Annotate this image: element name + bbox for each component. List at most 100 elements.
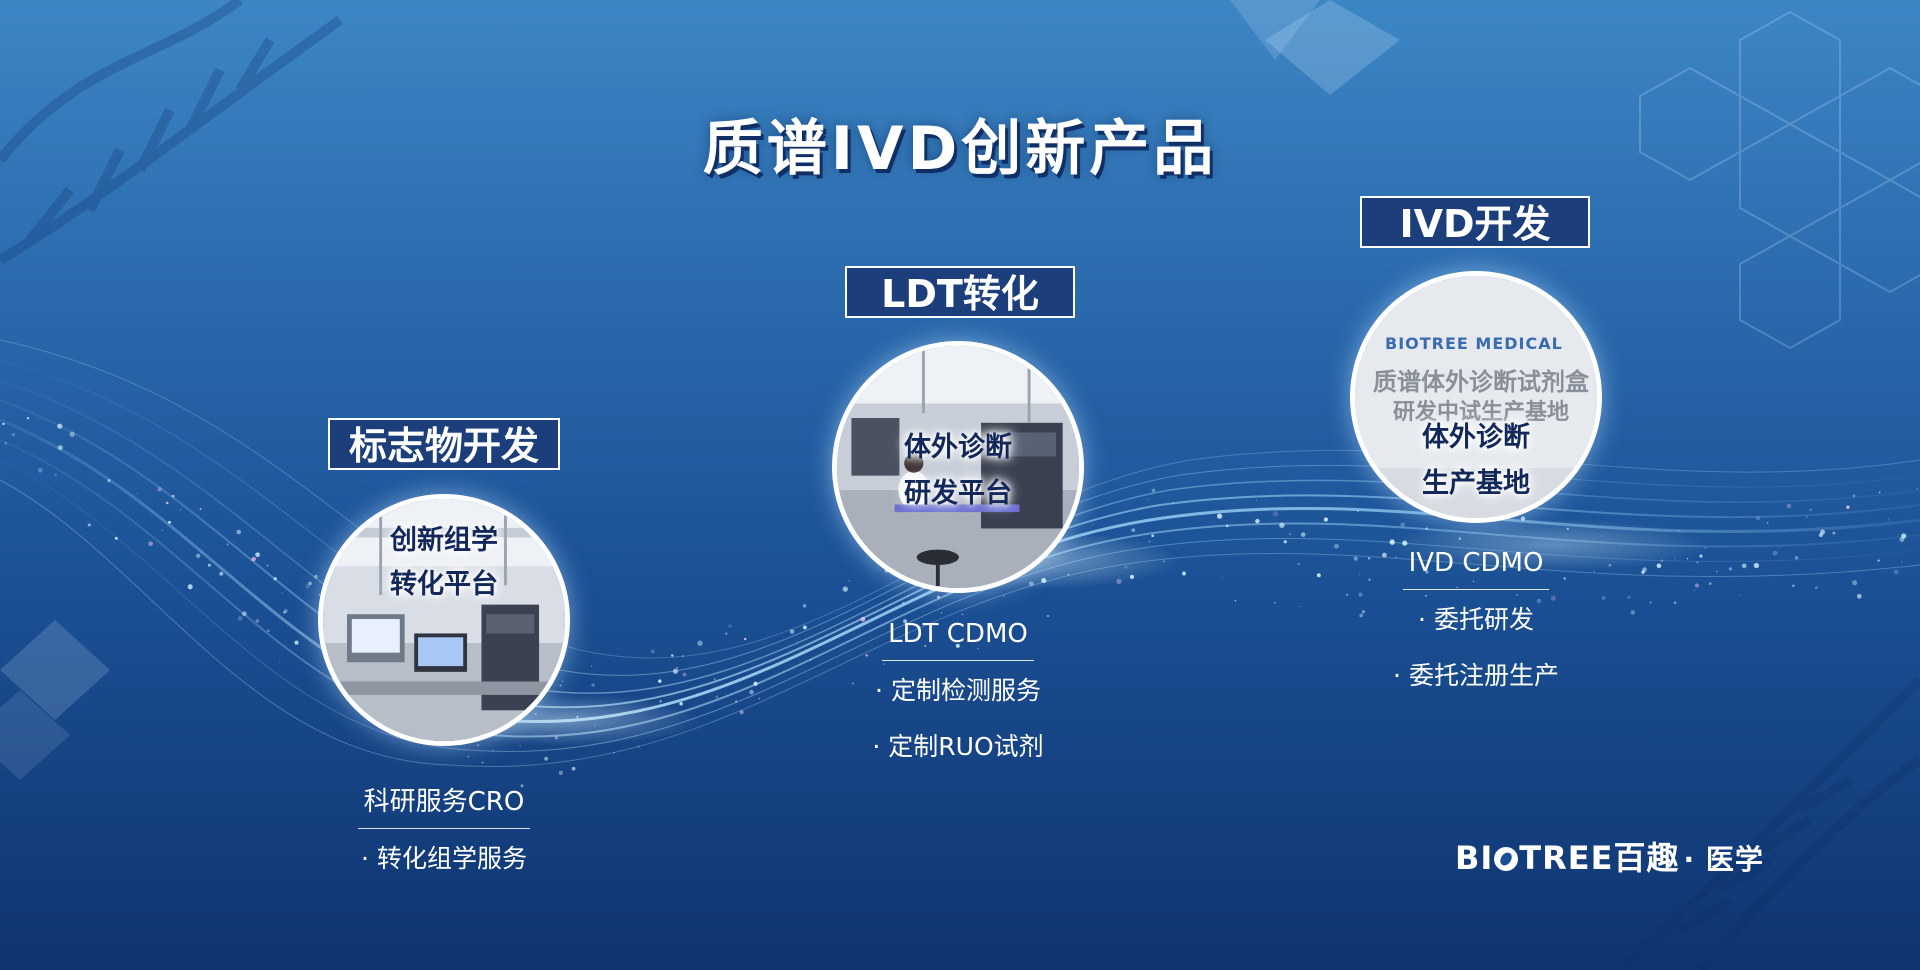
sparkle-dot [1264,508,1266,510]
sparkle-dot [1163,560,1165,563]
sparkle-dot [809,658,812,661]
stage-label-biomarker: 标志物开发 [328,418,560,470]
sparkle-dot [1563,577,1566,580]
sparkle-dot [1608,563,1612,567]
sparkle-dot [977,648,979,650]
sparkle-dot [1753,562,1760,569]
sparkle-dot [571,766,576,771]
sparkle-dot [2,422,5,426]
sparkle-dot [251,556,256,562]
sparkle-dot [1728,567,1733,571]
sparkle-dot [1593,570,1595,572]
sparkle-dot [1601,595,1606,601]
sparkle-dot [266,564,269,567]
sparkle-dot [753,681,758,686]
sparkle-dot [1600,535,1603,537]
sparkle-dot [281,591,284,594]
sparkle-dot [1550,595,1556,601]
service-item: · 定制RUO试剂 [872,732,1044,761]
sparkle-dot [1381,552,1387,558]
service-block-cro: 科研服务CRO · 转化组学服务 [318,782,570,877]
sparkle-dot [1395,556,1398,559]
sparkle-dot [1298,605,1301,608]
sparkle-dot [1402,540,1408,546]
sparkle-dot [226,543,229,546]
sparkle-dot [1334,543,1339,549]
sparkle-dot [1893,569,1899,575]
sparkle-dot [168,520,171,524]
sparkle-dot [594,724,596,727]
sparkle-dot [1678,529,1680,531]
sparkle-dot [544,756,549,761]
service-item: · 定制检测服务 [875,676,1041,705]
sparkle-dot [679,701,683,706]
sparkle-dot [1772,550,1778,556]
sparkle-dot [255,619,260,623]
sparkle-dot [1279,522,1285,528]
dna-helix-top-left [0,0,343,265]
logo-brand-suffix: TREE [1519,839,1614,877]
lab-photo-image [837,346,1079,588]
sparkle-dot [865,654,868,657]
sparkle-dot [1359,613,1363,618]
sparkle-dot [1814,586,1818,590]
sparkle-dot [940,612,943,614]
circle-text-line1: 体外诊断 [904,432,1012,463]
sparkle-dot [267,629,270,632]
sparkle-dot [1091,524,1094,526]
sparkle-dot [196,553,201,558]
sparkle-dot [1877,559,1880,562]
service-title: LDT CDMO [882,614,1034,661]
sparkle-dot [26,416,30,420]
stage-label-ivd: IVD开发 [1360,196,1590,248]
sparkle-dot [520,784,524,788]
sparkle-dot [1694,583,1699,588]
sparkle-dot [283,611,286,614]
sparkle-dot [157,486,163,492]
sparkle-dot [279,661,281,663]
circle-text-line2: 生产基地 [1422,468,1530,499]
service-title: 科研服务CRO [357,782,531,829]
sparkle-dot [1852,580,1858,586]
sparkle-dot [148,541,153,547]
sparkle-dot [187,584,193,590]
sparkle-dot [1704,546,1707,549]
sparkle-dot [1641,570,1645,574]
sparkle-dot [1656,563,1662,569]
sparkle-dot [637,745,640,748]
sparkle-dot [671,654,674,657]
sparkle-dot [903,619,908,624]
sparkle-dot [1708,582,1712,585]
sparkle-dot [199,508,202,510]
sparkle-dot [69,431,75,437]
sparkle-dot [1116,578,1122,585]
sparkle-dot [955,643,960,648]
sparkle-dot [901,601,905,605]
sparkle-dot [200,551,203,554]
sparkle-dot [1507,561,1512,567]
sign-line1-text: 质谱体外诊断试剂盒 [1373,368,1589,396]
sparkle-dot [1358,592,1363,597]
sparkle-dot [219,571,224,576]
circle-text-line2: 转化平台 [390,569,498,600]
logo-chinese-name: 百趣 [1613,839,1680,877]
sparkle-dot [735,700,738,703]
sparkle-dot [1472,580,1475,583]
sparkle-dot [802,604,807,608]
sparkle-dot [1147,498,1150,500]
sparkle-dot [1172,501,1175,504]
sparkle-dot [789,629,795,634]
sparkle-dot [1846,505,1850,509]
building-sign-photo [1355,276,1597,518]
sparkle-dot [860,616,866,622]
sparkle-dot [1182,571,1186,576]
sparkle-dot [1511,625,1513,627]
sparkle-dot [739,710,744,715]
photo-circle-ivd-rd-platform: 体外诊断 研发平台 [832,341,1084,593]
sparkle-dot [1353,556,1358,561]
sparkle-dot [924,644,927,647]
sparkle-dot [612,751,615,754]
sparkle-dot [179,509,181,511]
sparkle-dot [1900,560,1903,563]
sparkle-dot [467,755,470,758]
